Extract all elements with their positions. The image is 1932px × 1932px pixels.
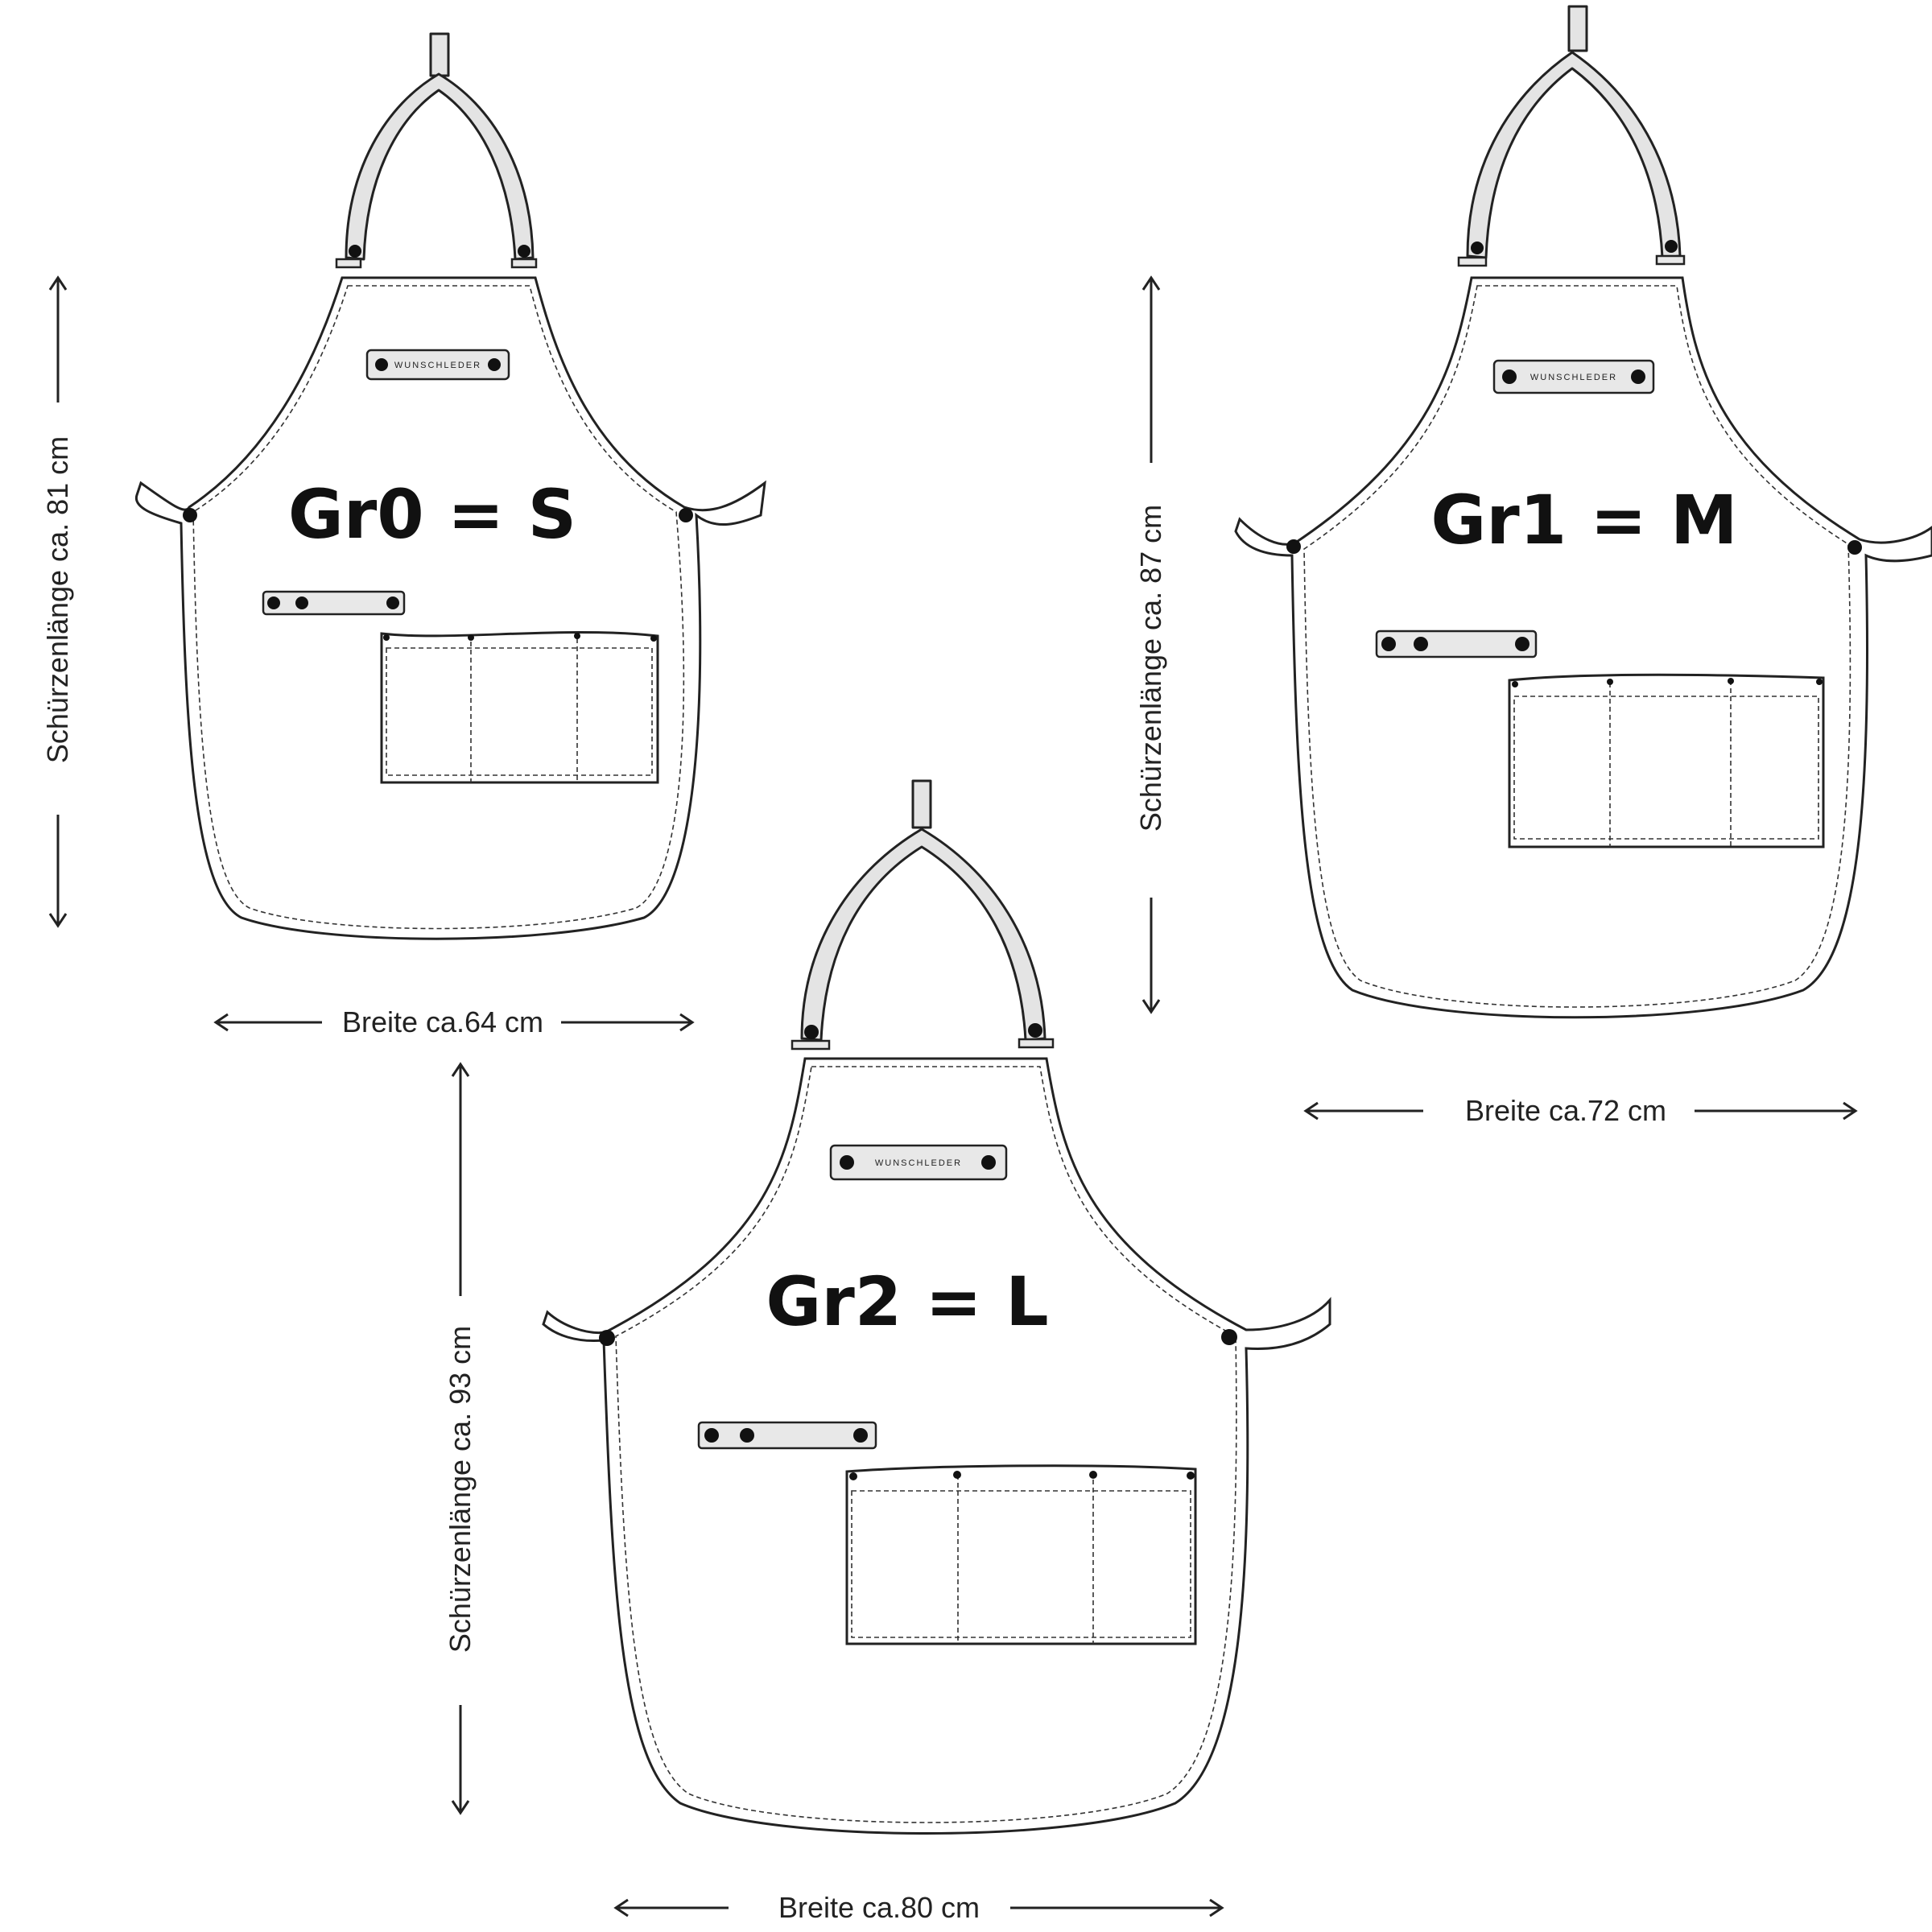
pocket-rivet bbox=[1187, 1472, 1195, 1480]
buckle bbox=[335, 258, 362, 269]
tag-rivet bbox=[375, 358, 388, 371]
strap-rivet bbox=[804, 1025, 819, 1039]
pocket-rivet bbox=[1816, 679, 1823, 685]
side-rivet bbox=[1847, 540, 1862, 555]
size-label: Gr2 = L bbox=[766, 1262, 1048, 1341]
tab-rivet bbox=[740, 1428, 754, 1443]
pocket-rivet bbox=[574, 633, 580, 639]
tab-rivet bbox=[1414, 637, 1428, 651]
side-rivet bbox=[183, 508, 197, 522]
apron-drawing: WUNSCHLEDER bbox=[134, 32, 766, 940]
neck-strap bbox=[800, 828, 1046, 1042]
strap-loop bbox=[911, 779, 932, 829]
buckle bbox=[1018, 1038, 1055, 1049]
strap-rivet bbox=[1028, 1023, 1042, 1038]
length-label: Schürzenlänge ca. 81 cm bbox=[41, 436, 74, 763]
edge-stitching bbox=[192, 285, 685, 930]
length-label: Schürzenlänge ca. 93 cm bbox=[444, 1326, 477, 1653]
pocket-stitching bbox=[1513, 680, 1819, 847]
side-rivet bbox=[1221, 1329, 1237, 1345]
strap-rivet bbox=[349, 245, 361, 258]
pocket-rivet bbox=[953, 1471, 961, 1479]
towel-tab bbox=[262, 590, 406, 616]
width-dimension: Breite ca.72 cm bbox=[1303, 1094, 1858, 1127]
pocket-rivet bbox=[849, 1472, 857, 1480]
pocket-rivet bbox=[650, 635, 657, 642]
tag-rivet bbox=[840, 1155, 854, 1170]
strap-rivet bbox=[1471, 242, 1484, 254]
pocket-rivet bbox=[1607, 679, 1613, 685]
apron-medium: WUNSCHLEDER Gr1 = M Schürzenlänge ca. 87… bbox=[1134, 5, 1932, 1127]
width-dimension: Breite ca.64 cm bbox=[213, 1005, 695, 1038]
pocket-stitching bbox=[386, 638, 653, 782]
edge-stitching bbox=[1303, 285, 1852, 1008]
brand-tag bbox=[1492, 359, 1655, 394]
pocket-stitching bbox=[851, 1472, 1191, 1644]
strap-rivet bbox=[1665, 240, 1678, 253]
pocket-rivet bbox=[1512, 681, 1518, 687]
brand-text: WUNSCHLEDER bbox=[1530, 373, 1617, 382]
edge-stitching bbox=[615, 1066, 1237, 1823]
pocket-rivet bbox=[1089, 1471, 1097, 1479]
strap-loop bbox=[429, 32, 450, 77]
length-label: Schürzenlänge ca. 87 cm bbox=[1134, 505, 1167, 832]
brand-text: WUNSCHLEDER bbox=[875, 1158, 962, 1168]
width-label: Breite ca.72 cm bbox=[1465, 1094, 1666, 1127]
brand-text: WUNSCHLEDER bbox=[394, 361, 481, 370]
tag-rivet bbox=[1631, 369, 1645, 384]
tag-rivet bbox=[488, 358, 501, 371]
tab-rivet bbox=[386, 597, 399, 609]
buckle bbox=[1655, 254, 1686, 266]
strap-loop bbox=[1567, 5, 1588, 52]
tab-rivet bbox=[1381, 637, 1396, 651]
brand-tag bbox=[365, 349, 510, 381]
tab-rivet bbox=[1515, 637, 1530, 651]
brand-tag bbox=[829, 1144, 1008, 1181]
tab-rivet bbox=[295, 597, 308, 609]
neck-strap bbox=[345, 72, 535, 261]
length-dimension: Schürzenlänge ca. 93 cm bbox=[444, 1062, 477, 1815]
apron-drawing: WUNSCHLEDER bbox=[542, 779, 1331, 1835]
tag-rivet bbox=[1502, 369, 1517, 384]
length-dimension: Schürzenlänge ca. 81 cm bbox=[41, 275, 74, 928]
pocket bbox=[1508, 673, 1825, 848]
pocket-rivet bbox=[468, 634, 474, 641]
tag-rivet bbox=[981, 1155, 996, 1170]
towel-tab bbox=[1375, 630, 1538, 658]
buckle bbox=[791, 1039, 831, 1051]
pocket-rivet bbox=[383, 634, 390, 641]
pocket bbox=[845, 1464, 1197, 1645]
towel-tab bbox=[697, 1421, 877, 1450]
length-dimension: Schürzenlänge ca. 87 cm bbox=[1134, 275, 1167, 1014]
width-label: Breite ca.64 cm bbox=[342, 1005, 543, 1038]
side-rivet bbox=[599, 1330, 615, 1346]
neck-strap bbox=[1466, 51, 1682, 259]
size-label: Gr1 = M bbox=[1430, 481, 1737, 559]
width-label: Breite ca.80 cm bbox=[778, 1891, 980, 1924]
width-dimension: Breite ca.80 cm bbox=[613, 1891, 1224, 1924]
apron-small: WUNSCHLEDER Gr0 = S Schürzenlänge ca. 81… bbox=[41, 32, 766, 1038]
side-rivet bbox=[679, 508, 693, 522]
tab-rivet bbox=[704, 1428, 719, 1443]
apron-drawing: WUNSCHLEDER bbox=[1234, 5, 1932, 1019]
side-rivet bbox=[1286, 539, 1301, 554]
buckle bbox=[1457, 256, 1488, 267]
size-label: Gr0 = S bbox=[288, 475, 576, 554]
pocket bbox=[380, 630, 659, 784]
strap-rivet bbox=[518, 245, 530, 258]
pocket-rivet bbox=[1728, 678, 1734, 684]
buckle bbox=[510, 258, 538, 269]
tab-rivet bbox=[267, 597, 280, 609]
tab-rivet bbox=[853, 1428, 868, 1443]
apron-large: WUNSCHLEDER Gr2 = L Schürzenlänge ca. 93… bbox=[444, 779, 1331, 1924]
